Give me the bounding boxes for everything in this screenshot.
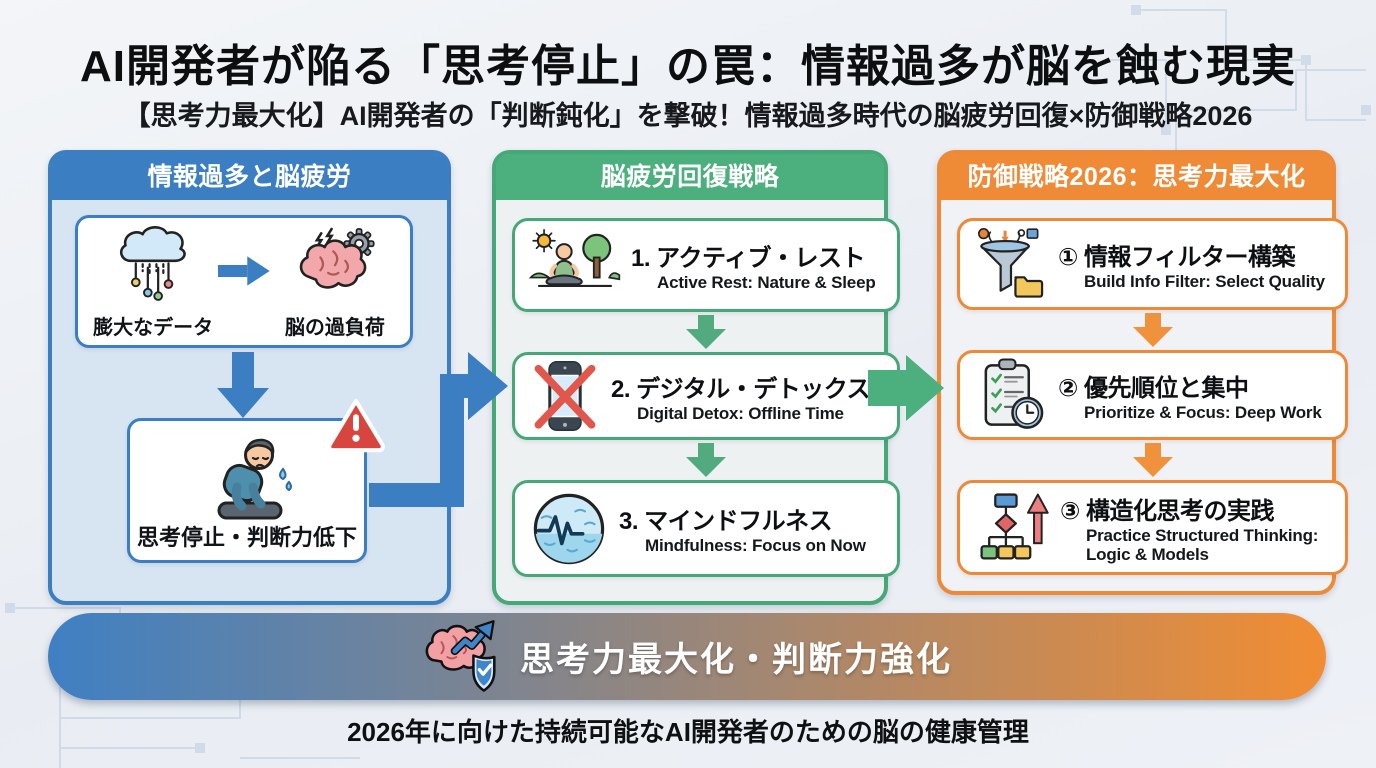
recovery-step-active-rest: 1. アクティブ・レスト Active Rest: Nature & Sleep <box>512 218 900 312</box>
defense-step-subtitle: Practice Structured Thinking: Logic & Mo… <box>1086 525 1319 564</box>
result-banner-label: 思考力最大化・判断力強化 <box>520 641 952 679</box>
recovery-step-subtitle: Mindfulness: Focus on Now <box>645 536 866 556</box>
cloud-data-icon <box>120 226 186 301</box>
recovery-step-title: 1. アクティブ・レスト <box>631 244 866 272</box>
warning-icon <box>327 398 385 453</box>
defense-step-title: ① 情報フィルター構築 <box>1058 243 1296 271</box>
result-banner: 思考力最大化・判断力強化 <box>48 613 1326 700</box>
recovery-step-title: 2. デジタル・デトックス <box>611 375 870 403</box>
defense-step-prioritize: ② 優先順位と集中 Prioritize & Focus: Deep Work <box>957 350 1348 440</box>
page-title: AI開発者が陥る「思考停止」の罠：情報過多が脳を蝕む現実 <box>80 42 1296 91</box>
meditation-icon <box>529 229 621 287</box>
thinking-stop-card: 思考停止・判断力低下 <box>127 398 385 563</box>
defense-step-subtitle: Build Info Filter: Select Quality <box>1084 271 1325 291</box>
thinking-stop-label: 思考停止・判断力低下 <box>136 525 357 550</box>
column-recovery: 脳疲労回復戦略 <box>492 150 900 605</box>
column-defense: 防御戦略2026：思考力最大化 ① 情報フィルター構築 Bui <box>937 150 1348 595</box>
recovery-step-subtitle: Active Rest: Nature & Sleep <box>657 272 876 292</box>
column-overload: 情報過多と脳疲労 膨大 <box>48 150 451 605</box>
down-arrow-icon <box>686 443 726 477</box>
defense-step-subtitle: Prioritize & Focus: Deep Work <box>1084 402 1322 422</box>
down-arrow-icon <box>217 352 269 418</box>
funnel-icon <box>977 228 1044 298</box>
recovery-step-subtitle: Digital Detox: Offline Time <box>637 403 844 423</box>
flowchart-icon <box>980 492 1049 560</box>
defense-step-title: ③ 構造化思考の実践 <box>1060 497 1275 525</box>
recovery-step-mindfulness: 3. マインドフルネス Mindfulness: Focus on Now <box>512 480 900 577</box>
data-overload-left-label: 膨大なデータ <box>93 317 214 339</box>
down-arrow-icon <box>1132 313 1173 347</box>
data-overload-right-label: 脳の過負荷 <box>284 317 385 339</box>
data-overload-card: 膨大なデータ <box>75 215 413 348</box>
defense-step-title: ② 優先順位と集中 <box>1058 374 1249 402</box>
brain-gear-icon <box>299 227 375 289</box>
column-overload-header: 情報過多と脳疲労 <box>52 154 447 200</box>
down-arrow-icon <box>686 315 726 349</box>
recovery-step-digital-detox: 2. デジタル・デトックス Digital Detox: Offline Tim… <box>512 352 900 440</box>
defense-step-structured-thinking: ③ 構造化思考の実践 Practice Structured Thinking:… <box>957 480 1348 575</box>
right-arrow-icon <box>218 255 270 286</box>
no-phone-icon <box>534 361 596 431</box>
column-recovery-header: 脳疲労回復戦略 <box>496 154 884 200</box>
page-subtitle: 【思考力最大化】AI開発者の「判断鈍化」を撃破！情報過多時代の脳疲労回復×防御戦… <box>123 101 1253 131</box>
down-arrow-icon <box>1132 443 1173 477</box>
brain-shield-icon <box>425 619 496 692</box>
checklist-clock-icon <box>984 358 1044 429</box>
footer-note: 2026年に向けた持続可能なAI開発者のための脳の健康管理 <box>347 717 1029 747</box>
exhausted-person-icon <box>217 438 292 520</box>
column-defense-header: 防御戦略2026：思考力最大化 <box>941 154 1332 200</box>
defense-step-info-filter: ① 情報フィルター構築 Build Info Filter: Select Qu… <box>957 218 1348 310</box>
recovery-step-title: 3. マインドフルネス <box>619 508 833 536</box>
waveform-icon <box>533 493 605 564</box>
